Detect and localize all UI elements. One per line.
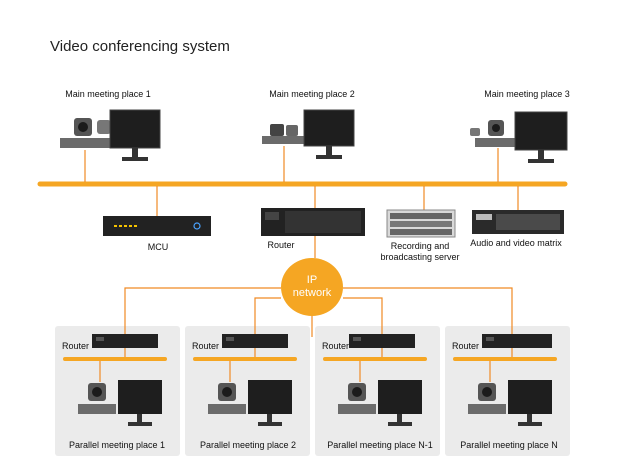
mcu-label: MCU [147, 242, 169, 252]
conference-table [262, 136, 304, 144]
recording-server-label-line2: broadcasting server [380, 252, 460, 262]
parallel-2-equipment [208, 334, 292, 426]
panel-table [338, 404, 376, 414]
panel-table [78, 404, 116, 414]
conference-table [475, 138, 517, 147]
parallel-3-router-label: Router [322, 341, 350, 351]
parallel-place-3-label: Parallel meeting place N-1 [327, 440, 433, 450]
parallel-place-4-label: Parallel meeting place N [460, 440, 558, 450]
monitor-3-base [528, 159, 554, 163]
parallel-place-1-label: Parallel meeting place 1 [68, 440, 166, 450]
main-place-2-equipment [262, 109, 355, 159]
router-label: Router [267, 240, 295, 250]
recording-server-label: Recording and broadcasting server [380, 241, 459, 263]
recording-server-label-line1: Recording and [390, 241, 450, 251]
main-place-1-label: Main meeting place 1 [65, 89, 151, 99]
ip-network-line2: network [292, 287, 332, 299]
camera-3-lens [492, 124, 500, 132]
av-matrix-label: Audio and video matrix [470, 238, 562, 248]
camera-1-lens [78, 122, 88, 132]
monitor-3-stand [538, 150, 544, 159]
panel-monitor [118, 380, 162, 414]
panel-router [222, 334, 288, 348]
panel-table [208, 404, 246, 414]
panel-router [482, 334, 552, 348]
panel-monitor [378, 380, 422, 414]
ip-distribution [124, 287, 513, 337]
router-device [261, 208, 365, 236]
ip-network-line1: IP [306, 274, 318, 286]
monitor-3 [514, 111, 568, 151]
monitor-1 [109, 109, 161, 149]
camera-2b-body [286, 125, 298, 136]
panel-links [99, 348, 513, 382]
main-place-2-label: Main meeting place 2 [269, 89, 355, 99]
mcu-device [103, 216, 211, 236]
monitor-2 [303, 109, 355, 147]
monitor-2-base [316, 155, 342, 159]
parallel-2-router-label: Router [192, 341, 220, 351]
parallel-1-equipment [78, 334, 162, 426]
parallel-4-router-label: Router [452, 341, 480, 351]
parallel-place-2-label: Parallel meeting place 2 [199, 440, 297, 450]
panel-monitor [248, 380, 292, 414]
monitor-1-base [122, 157, 148, 161]
parallel-3-equipment [338, 334, 422, 426]
parallel-equipment [78, 334, 552, 426]
panel-router [92, 334, 158, 348]
monitor-1-stand [132, 148, 138, 157]
parallel-1-router-label: Router [62, 341, 90, 351]
ip-network-node: IP network [281, 258, 343, 316]
recording-server-device [386, 209, 456, 238]
av-matrix-device [472, 210, 564, 234]
panel-monitor [508, 380, 552, 414]
main-place-links [84, 146, 499, 182]
main-place-3-label: Main meeting place 3 [484, 89, 570, 99]
camera-2-body [270, 124, 284, 136]
parallel-4-equipment [468, 334, 552, 426]
panel-table [468, 404, 506, 414]
device-links [156, 186, 519, 258]
monitor-2-stand [326, 146, 332, 155]
camera-1b-body [97, 120, 111, 134]
main-place-1-equipment [60, 109, 161, 161]
panel-router [349, 334, 415, 348]
camera-3b-body [470, 128, 480, 136]
conference-table [60, 138, 115, 148]
main-place-3-equipment [470, 111, 568, 163]
diagram-title: Video conferencing system [50, 38, 230, 55]
